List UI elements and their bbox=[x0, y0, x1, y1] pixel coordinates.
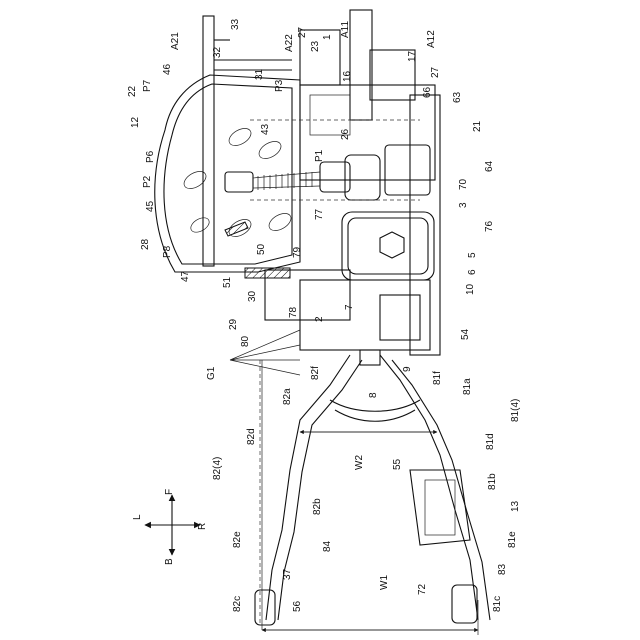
label-70: 70 bbox=[458, 178, 469, 190]
dir-right: R bbox=[197, 523, 208, 530]
label-A11: A11 bbox=[340, 21, 351, 38]
label-7: 7 bbox=[344, 304, 355, 310]
label-81a: 81a bbox=[462, 378, 473, 395]
dir-left: L bbox=[132, 514, 143, 520]
label-45: 45 bbox=[145, 200, 156, 212]
label-80: 80 bbox=[240, 335, 251, 347]
label-51: 51 bbox=[222, 276, 233, 288]
label-76: 76 bbox=[484, 220, 495, 232]
label-13: 13 bbox=[510, 500, 521, 512]
label-55: 55 bbox=[392, 458, 403, 470]
label-17: 17 bbox=[407, 50, 418, 62]
label-84: 84 bbox=[322, 540, 333, 552]
label-P3: P3 bbox=[274, 79, 285, 92]
label-26: 26 bbox=[340, 128, 351, 140]
label-81-4: 81(4) bbox=[510, 399, 521, 422]
label-43: 43 bbox=[260, 123, 271, 135]
label-A22: A22 bbox=[284, 34, 295, 52]
label-81b: 81b bbox=[487, 473, 498, 490]
label-W2: W2 bbox=[354, 455, 365, 470]
label-54: 54 bbox=[460, 328, 471, 340]
label-28: 28 bbox=[140, 238, 151, 250]
label-81e: 81e bbox=[507, 531, 518, 548]
label-23: 23 bbox=[310, 40, 321, 52]
label-63: 63 bbox=[452, 91, 463, 103]
label-32: 32 bbox=[212, 46, 223, 58]
label-66: 66 bbox=[422, 86, 433, 98]
label-81d: 81d bbox=[485, 433, 496, 450]
label-9: 9 bbox=[402, 366, 413, 372]
label-83: 83 bbox=[497, 563, 508, 575]
mower-deck bbox=[155, 16, 350, 278]
label-72: 72 bbox=[417, 583, 428, 595]
label-22: 22 bbox=[127, 85, 138, 97]
label-50: 50 bbox=[256, 243, 267, 255]
label-5: 5 bbox=[467, 252, 478, 258]
label-82c: 82c bbox=[232, 596, 243, 612]
label-47: 47 bbox=[180, 270, 191, 282]
label-31: 31 bbox=[254, 68, 265, 80]
label-81f: 81f bbox=[432, 371, 443, 385]
label-81c: 81c bbox=[492, 596, 503, 612]
label-P2: P2 bbox=[142, 175, 153, 188]
label-2: 2 bbox=[314, 316, 325, 322]
label-3: 3 bbox=[458, 202, 469, 208]
label-30: 30 bbox=[247, 290, 258, 302]
label-77: 77 bbox=[314, 208, 325, 220]
label-12: 12 bbox=[130, 116, 141, 128]
label-A21: A21 bbox=[170, 32, 181, 50]
label-P8: P8 bbox=[162, 245, 173, 258]
label-33: 33 bbox=[230, 18, 241, 30]
label-46: 46 bbox=[162, 63, 173, 75]
label-27b: 27 bbox=[430, 66, 441, 78]
label-29: 29 bbox=[228, 318, 239, 330]
label-78: 78 bbox=[288, 306, 299, 318]
label-P6: P6 bbox=[145, 150, 156, 163]
label-64: 64 bbox=[484, 160, 495, 172]
label-W1: W1 bbox=[379, 575, 390, 590]
label-A12: A12 bbox=[426, 30, 437, 48]
label-27a: 27 bbox=[297, 26, 308, 38]
label-16: 16 bbox=[342, 70, 353, 82]
label-6: 6 bbox=[467, 269, 478, 275]
label-10: 10 bbox=[465, 283, 476, 295]
label-82f: 82f bbox=[310, 366, 321, 380]
label-G1: G1 bbox=[206, 366, 217, 380]
label-82-4: 82(4) bbox=[212, 457, 223, 480]
direction-indicator: L F R B bbox=[132, 489, 208, 565]
handle-frame bbox=[230, 330, 490, 635]
dir-front: F bbox=[164, 489, 175, 495]
label-82d: 82d bbox=[246, 428, 257, 445]
label-21: 21 bbox=[472, 120, 483, 132]
label-82e: 82e bbox=[232, 531, 243, 548]
reference-labels: 33 A21 A22 27 A11 A12 32 46 31 23 1 17 P… bbox=[127, 18, 521, 612]
label-P1: P1 bbox=[314, 149, 325, 162]
label-56: 56 bbox=[292, 600, 303, 612]
label-82a: 82a bbox=[282, 388, 293, 405]
label-P7: P7 bbox=[142, 79, 153, 92]
label-8: 8 bbox=[368, 392, 379, 398]
label-82b: 82b bbox=[312, 498, 323, 515]
dir-back: B bbox=[164, 558, 175, 565]
label-37: 37 bbox=[282, 568, 293, 580]
label-1: 1 bbox=[322, 34, 333, 40]
label-79: 79 bbox=[292, 246, 303, 258]
